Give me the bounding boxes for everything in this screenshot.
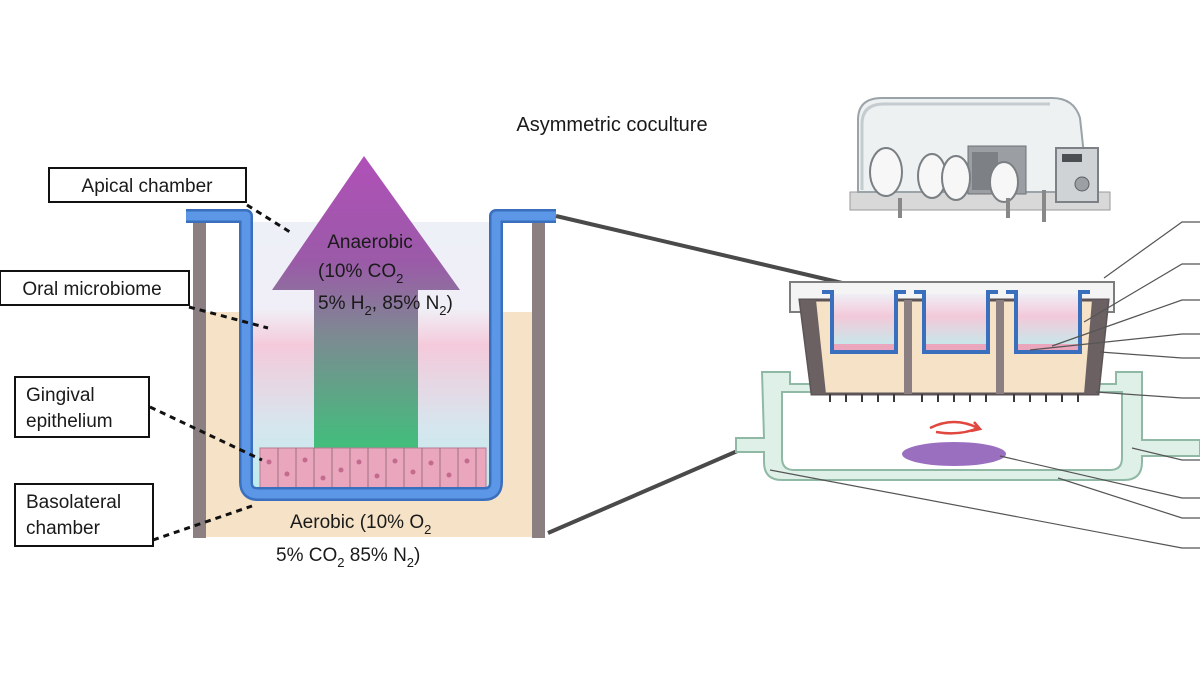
svg-text:Oral microbiome: Oral microbiome	[22, 279, 161, 300]
anaerobic-co2: (10% CO2	[318, 261, 403, 286]
insert-detail: Anaerobic (10% CO2 5% H2, 85% N2) Aerobi…	[186, 156, 556, 570]
diagram-title: Asymmetric coculture	[516, 114, 707, 136]
svg-text:epithelium: epithelium	[26, 411, 113, 432]
label-gingival-epithelium: Gingival epithelium	[14, 376, 150, 438]
right-callout-lines	[769, 221, 1200, 549]
anaerobic-chamber-illustration	[849, 97, 1111, 222]
svg-text:Apical chamber: Apical chamber	[82, 176, 214, 197]
gingival-epithelium-layer	[259, 447, 487, 489]
gradient-arrow	[272, 156, 460, 456]
anaerobic-h2-n2: 5% H2, 85% N2)	[318, 293, 453, 318]
svg-text:Gingival: Gingival	[26, 385, 95, 406]
well-wall-right	[532, 222, 545, 538]
label-oral-microbiome: Oral microbiome	[0, 270, 190, 306]
stirring-disc	[902, 442, 1006, 466]
aerobic-o2: Aerobic (10% O2	[290, 512, 431, 537]
mini-insert-1	[822, 290, 906, 354]
well-wall-left	[193, 222, 206, 538]
leader-lines	[149, 203, 291, 542]
mini-insert-2	[914, 290, 998, 354]
transwell-plate-assembly	[735, 281, 1200, 481]
svg-text:chamber: chamber	[26, 518, 101, 539]
anaerobic-label: Anaerobic	[327, 232, 413, 253]
mini-insert-3	[1006, 290, 1090, 354]
aerobic-co2-n2: 5% CO2 85% N2)	[276, 545, 420, 570]
label-apical-chamber: Apical chamber	[48, 167, 247, 203]
label-basolateral-chamber: Basolateral chamber	[14, 483, 154, 547]
svg-text:Basolateral: Basolateral	[26, 492, 121, 513]
